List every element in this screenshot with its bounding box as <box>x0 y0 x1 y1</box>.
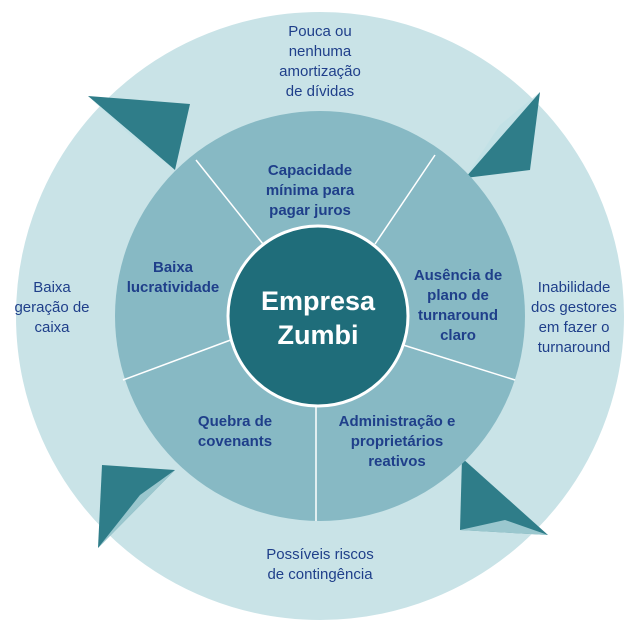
arrow-top-left <box>88 96 190 170</box>
outer-label-inabilidade: Inabilidade dos gestores em fazer o turn… <box>531 279 617 356</box>
segment-dividers <box>122 154 516 521</box>
arrow-bottom-left <box>98 465 175 548</box>
arrow-top-right <box>465 92 540 178</box>
arrows <box>88 92 548 548</box>
segment-label-quebra: Quebra de covenants <box>197 413 273 450</box>
segment-label-baixa-lucratividade: Baixa lucratividade <box>126 259 220 296</box>
outer-label-contingencia: Possíveis riscos de contingência <box>266 546 374 583</box>
outer-label-geracao-caixa: Baixa geração de caixa <box>14 279 90 336</box>
center-title: Empresa Zumbi <box>260 286 376 350</box>
segment-label-ausencia: Ausência de plano de turnaround claro <box>413 267 503 344</box>
segment-label-capacidade: Capacidade mínima para pagar juros <box>265 162 355 219</box>
outer-label-amortizacao: Pouca ou nenhuma amortização de dívidas <box>279 23 361 100</box>
segment-label-administracao: Administração e proprietários reativos <box>338 413 456 470</box>
arrow-bottom-right <box>460 458 548 535</box>
center-core <box>226 224 410 408</box>
